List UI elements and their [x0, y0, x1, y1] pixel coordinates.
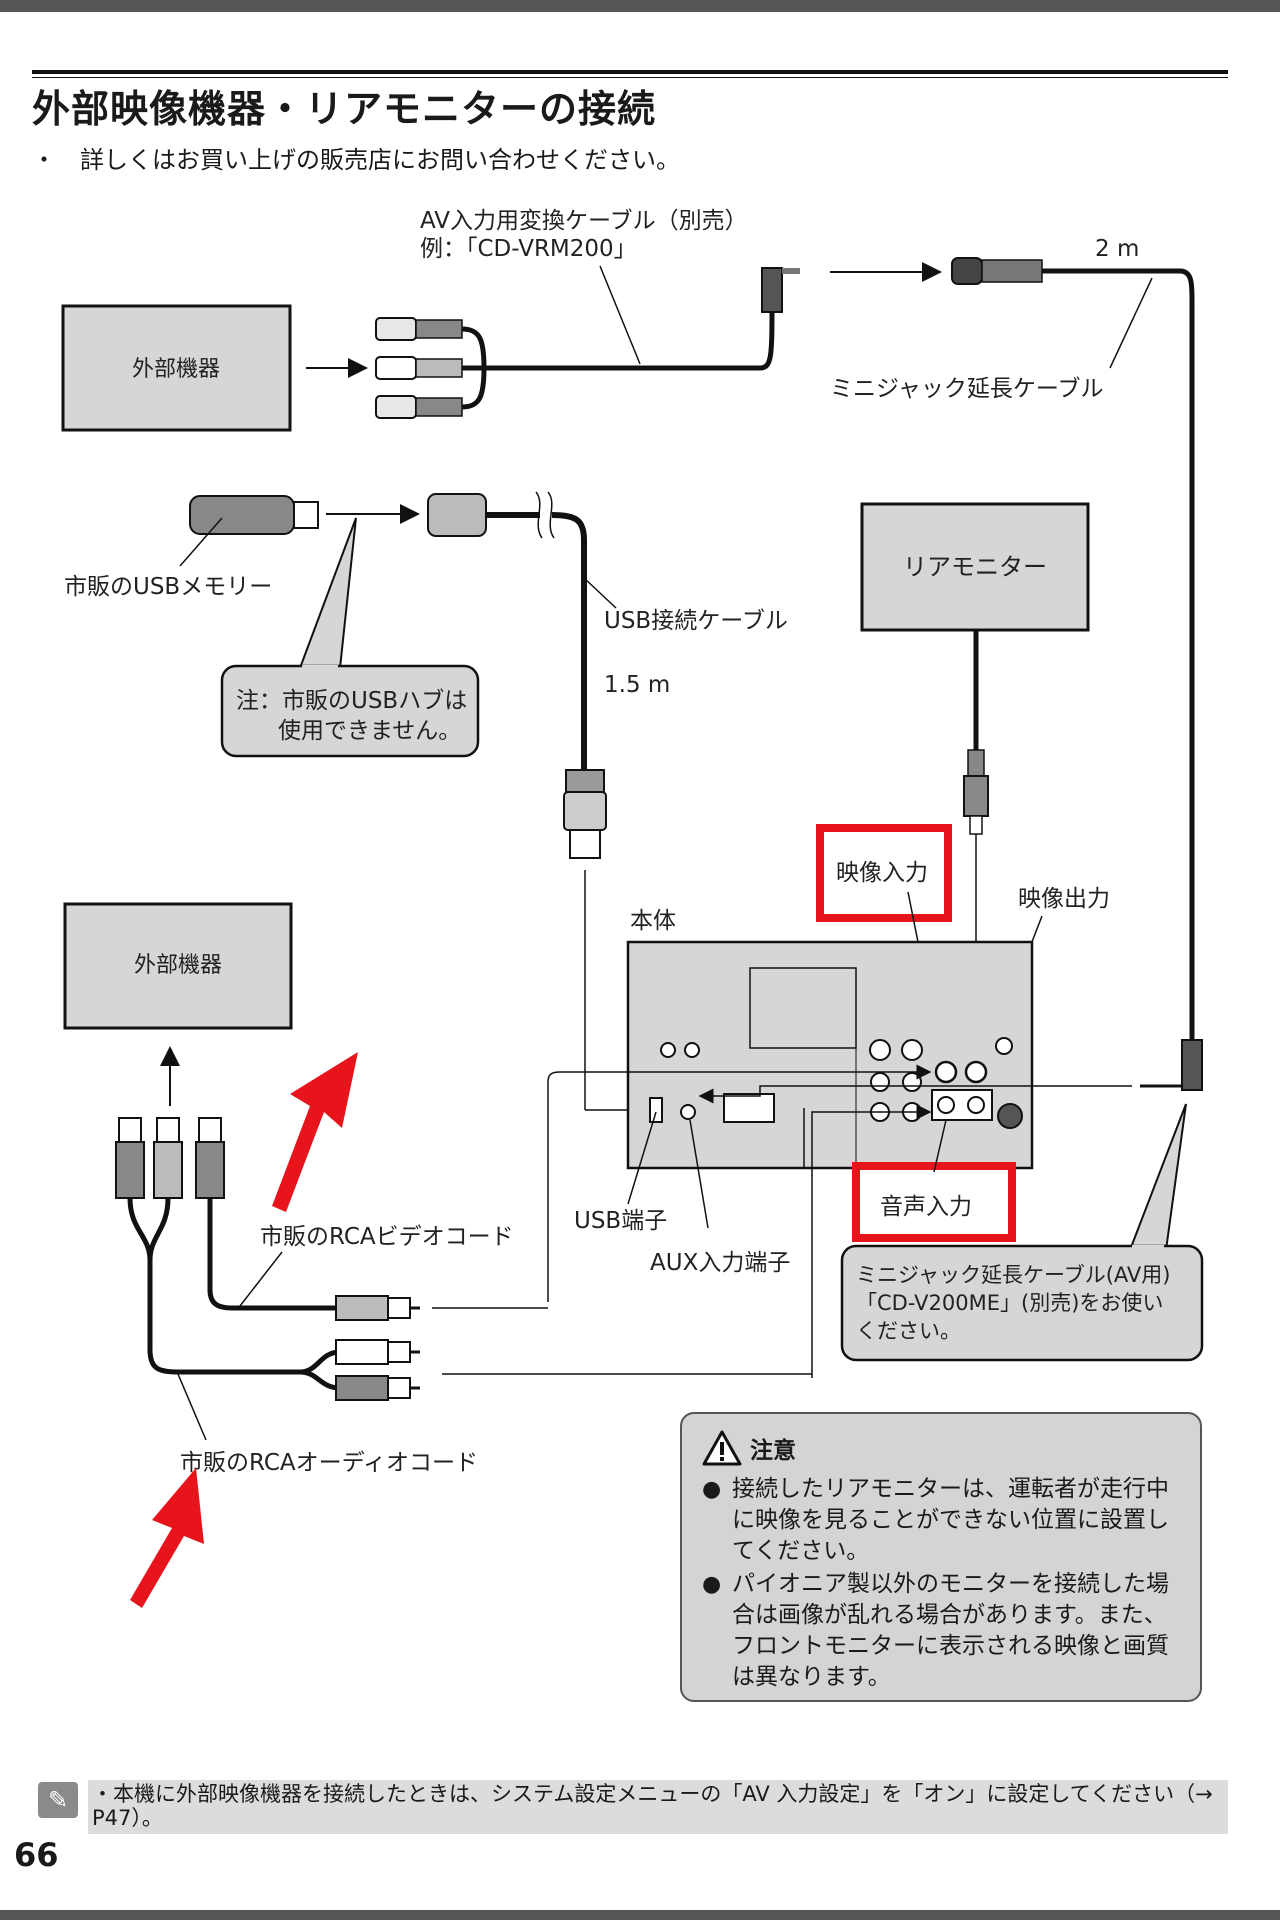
- pencil-icon: ✎: [38, 1782, 78, 1818]
- red-arrow-icon: [130, 1468, 204, 1608]
- svg-text:ください。: ください。: [856, 1319, 961, 1343]
- bullet-dot-icon: ●: [702, 1477, 722, 1502]
- note-bar: ・本機に外部映像機器を接続したときは、システム設定メニューの「AV 入力設定」を…: [88, 1780, 1228, 1834]
- svg-text:ミニジャック延長ケーブル(AV用): ミニジャック延長ケーブル(AV用): [856, 1263, 1170, 1287]
- usb-memory-label: 市販のUSBメモリー: [64, 574, 272, 600]
- usb-memory: [189, 495, 319, 535]
- page-title: 外部映像機器・リアモニターの接続: [32, 87, 657, 131]
- cable-av-example: 例：「CD-VRM200」: [420, 236, 637, 262]
- external-device-box-2: 外部機器: [63, 902, 293, 1030]
- intro-bullet: ・ 詳しくはお買い上げの販売店にお問い合わせください。: [32, 146, 680, 174]
- usb-hub-note: 注：市販のUSBハブは 使用できません。: [220, 517, 480, 758]
- rca-video-cord-label: 市販のRCAビデオコード: [260, 1224, 514, 1250]
- length-1-5m: 1.5 m: [604, 672, 670, 698]
- mini-jack-extension-cable: [951, 257, 1203, 1091]
- title-rule-thin: [32, 77, 1228, 78]
- video-input-highlight: 映像入力: [816, 824, 952, 922]
- caution-box: 注意 ● 接続したリアモニターは、運転者が走行中に映像を見ることができない位置に…: [680, 1412, 1202, 1702]
- svg-text:音声入力: 音声入力: [880, 1194, 972, 1220]
- svg-text:使用できません。: 使用できません。: [278, 718, 461, 744]
- svg-text:「CD-V200ME」(別売)をお使い: 「CD-V200ME」(別売)をお使い: [856, 1291, 1163, 1315]
- top-bar: [0, 0, 1280, 12]
- svg-text:映像入力: 映像入力: [836, 860, 928, 886]
- usb-cable-label: USB接続ケーブル: [604, 608, 788, 634]
- length-2m: 2 m: [1095, 236, 1139, 262]
- title-rule: [32, 70, 1228, 74]
- rear-monitor-box: リアモニター: [860, 502, 1090, 632]
- caution-header: 注意: [702, 1430, 1180, 1466]
- bullet-dot-icon: ●: [702, 1572, 722, 1597]
- video-output-label: 映像出力: [1018, 886, 1110, 912]
- usb-terminal-label: USB端子: [574, 1208, 667, 1234]
- svg-text:外部機器: 外部機器: [134, 953, 222, 978]
- caution-title: 注意: [750, 1438, 796, 1464]
- cable-av-label: AV入力用変換ケーブル（別売）: [420, 208, 748, 234]
- red-arrow-icon: [272, 1052, 358, 1212]
- mini-jack-av-note: ミニジャック延長ケーブル(AV用) 「CD-V200ME」(別売)をお使い くだ…: [840, 1103, 1204, 1362]
- usb-cable: [427, 491, 652, 1118]
- audio-input-highlight: 音声入力: [852, 1162, 1016, 1242]
- bottom-bar: [0, 1910, 1280, 1920]
- page-number: 66: [14, 1836, 59, 1874]
- warning-icon: [702, 1430, 742, 1466]
- rca-audio-cord-label: 市販のRCAオーディオコード: [180, 1450, 478, 1476]
- svg-text:外部機器: 外部機器: [132, 357, 220, 382]
- caution-item: ● パイオニア製以外のモニターを接続した場合は画像が乱れる場合があります。また、…: [702, 1569, 1180, 1693]
- caution-item: ● 接続したリアモニターは、運転者が走行中に映像を見ることができない位置に設置し…: [702, 1474, 1180, 1567]
- svg-text:リアモニター: リアモニター: [903, 553, 1047, 581]
- connection-diagram: 外部機器 AV入力用変換ケーブル（別売） 例：「CD-VRM200」 2 m ミ…: [61, 208, 1204, 1608]
- rca-plugs-horizontal: [335, 1295, 420, 1401]
- external-device-box-1: 外部機器: [61, 304, 292, 432]
- main-unit-label: 本体: [630, 908, 676, 934]
- svg-text:注：市販のUSBハブは: 注：市販のUSBハブは: [236, 688, 467, 714]
- av-conversion-cable: [375, 267, 800, 419]
- aux-terminal-label: AUX入力端子: [650, 1250, 790, 1276]
- mini-jack-cable-label: ミニジャック延長ケーブル: [830, 376, 1103, 402]
- main-unit: [626, 940, 1034, 1170]
- rca-plugs-vertical: [115, 1117, 360, 1391]
